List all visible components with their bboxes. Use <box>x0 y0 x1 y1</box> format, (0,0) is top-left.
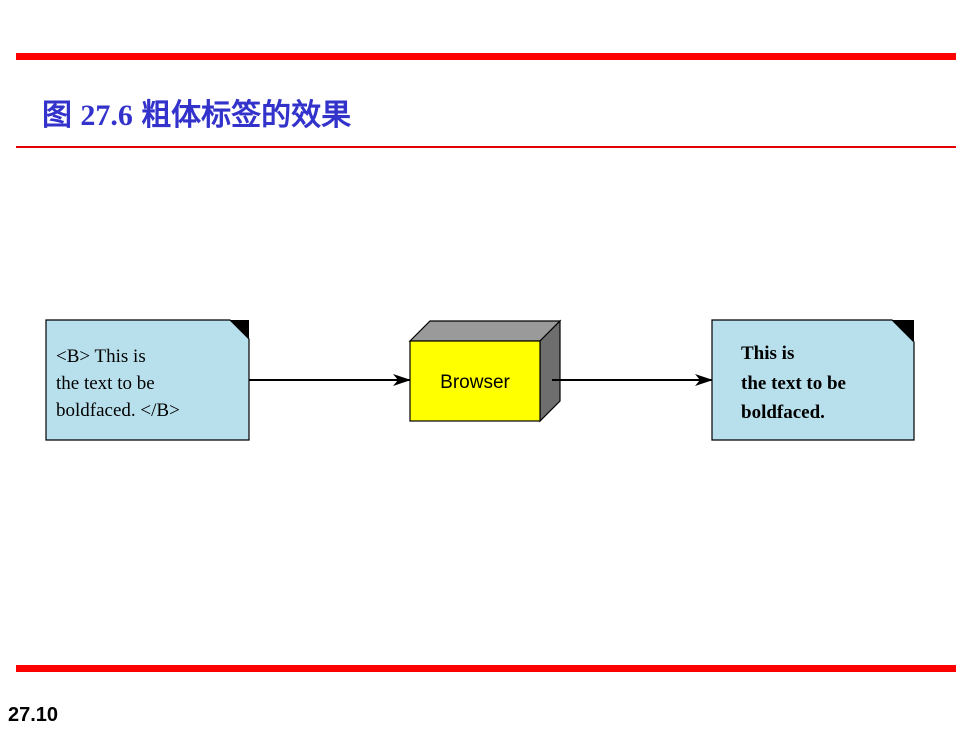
input-line-2: the text to be <box>56 373 155 394</box>
browser-box-top <box>408 320 562 342</box>
browser-label: Browser <box>440 372 510 393</box>
input-document: <B> This is the text to be boldfaced. </… <box>45 319 250 441</box>
output-line-2: the text to be <box>741 373 846 394</box>
input-document-shape <box>45 319 250 441</box>
output-document-fold <box>892 320 914 342</box>
bottom-red-bar <box>16 665 956 672</box>
input-line-1: <B> This is <box>56 346 146 367</box>
output-line-3: boldfaced. <box>741 402 825 423</box>
output-document-shape <box>711 319 915 441</box>
input-document-fold <box>230 320 249 339</box>
figure-title: 图 27.6 粗体标签的效果 <box>42 90 351 134</box>
title-number: 27.6 <box>80 99 133 132</box>
title-prefix: 图 <box>42 99 72 132</box>
page-number: 27.10 <box>8 704 59 726</box>
browser-box: Browser <box>408 319 562 423</box>
input-line-3: boldfaced. </B> <box>56 400 180 421</box>
title-underline <box>16 146 956 148</box>
title-text: 粗体标签的效果 <box>141 99 352 132</box>
top-red-bar <box>16 53 956 60</box>
output-document: This is the text to be boldfaced. <box>711 319 915 441</box>
output-line-1: This is <box>741 343 794 364</box>
browser-box-front <box>409 340 541 422</box>
